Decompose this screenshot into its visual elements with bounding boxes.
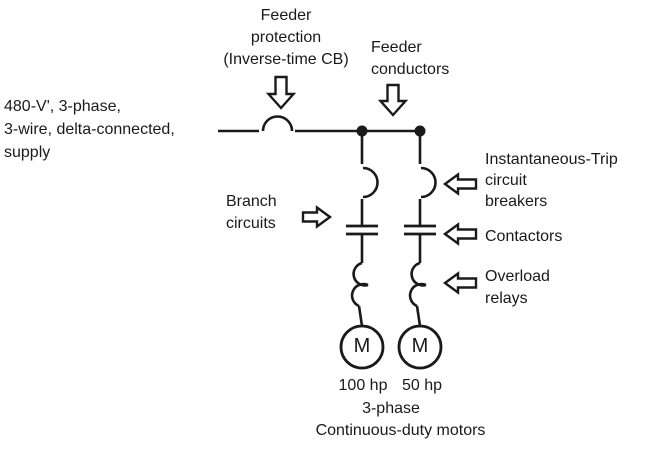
down-arrow-icon-feeder-protection [265, 75, 297, 110]
branch-left [339, 131, 385, 370]
left-arrow-icon-contactors [442, 222, 478, 246]
branch-circuits-label: Branch circuits [226, 191, 296, 235]
left-arrow-icon-overload-relays [442, 271, 478, 295]
branch-circuits-label-line2: circuits [226, 215, 276, 232]
supply-label-line3: supply [4, 144, 51, 161]
contactors-label: Contactors [485, 228, 563, 245]
motor-type-label: Continuous-duty motors [315, 422, 486, 439]
supply-label-line2: 3-wire, delta-connected, [4, 121, 175, 138]
overload-relay-symbol-left-upper-loop [352, 261, 369, 287]
branch-circuits-label-line1: Branch [226, 193, 277, 210]
feeder-protection-label-line1: Feeder [260, 7, 312, 24]
feeder-protection-label-line2: protection [250, 29, 322, 46]
instantaneous-trip-breaker-symbol-right [420, 166, 437, 199]
left-arrow-icon-instantaneous-trip [442, 172, 478, 196]
feeder-conductors-label-line2: conductors [371, 61, 450, 78]
motor-letter-left: M [353, 335, 371, 357]
motor-rating-left: 100 hp [338, 377, 388, 394]
overload-relays-label-line1: Overload [485, 268, 550, 285]
right-arrow-icon-branch-circuits [301, 205, 333, 229]
instantaneous-trip-breakers-label-line1: Instantaneous-Trip [485, 151, 618, 168]
motor-letter-right: M [411, 335, 429, 357]
overload-relays-label-line2: relays [485, 290, 528, 307]
motor-rating-right: 50 hp [401, 377, 443, 394]
feeder-breaker-arc [261, 115, 294, 132]
overload-relays-label: Overload relays [485, 266, 585, 310]
overload-relay-symbol-left-lower-loop [350, 282, 369, 308]
branch-left-motor-lead [357, 305, 364, 327]
down-arrow-icon-feeder-conductors [377, 83, 409, 117]
instantaneous-trip-breakers-label: Instantaneous-Trip circuit breakers [485, 149, 645, 212]
supply-label-line1: 480-V', 3-phase, [4, 98, 121, 115]
motor-circle-right [397, 324, 443, 370]
motor-circle-left [339, 324, 385, 370]
feeder-protection-label-line3: (Inverse-time CB) [223, 51, 349, 68]
branch-right-motor-lead [415, 305, 422, 327]
supply-label: 480-V', 3-phase, 3-wire, delta-connected… [4, 95, 219, 164]
branch-right [397, 131, 443, 370]
feeder-conductors-label-line1: Feeder [371, 39, 422, 56]
instantaneous-trip-breakers-label-line3: breakers [485, 193, 548, 210]
feeder-protection-label: Feeder protection (Inverse-time CB) [206, 5, 366, 71]
overload-relay-symbol-right-lower-loop [408, 282, 427, 308]
feeder-conductors-label: Feeder conductors [371, 37, 481, 81]
motor-phase-label: 3-phase [362, 400, 420, 417]
overload-relay-symbol-right-upper-loop [410, 261, 427, 287]
instantaneous-trip-breakers-label-line2: circuit [485, 172, 527, 189]
instantaneous-trip-breaker-symbol-left [362, 166, 379, 199]
